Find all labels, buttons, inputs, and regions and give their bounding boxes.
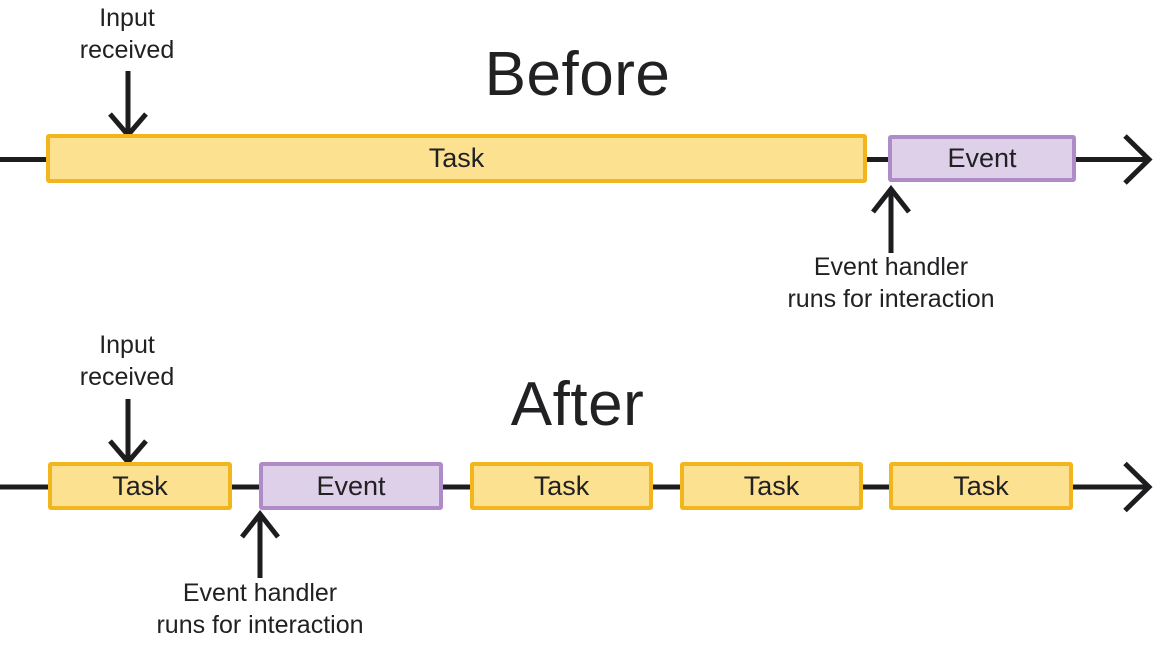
before-task-bar: Task	[46, 134, 867, 183]
after-task-bar-1: Task	[48, 462, 232, 510]
after-task-bar-2: Task	[470, 462, 653, 510]
before-title: Before	[484, 40, 671, 109]
before-input-annotation: Input received	[2, 2, 252, 66]
after-task-bar-4-label: Task	[953, 470, 1009, 501]
before-task-bar-label: Task	[428, 143, 485, 173]
after-task-bar-3-label: Task	[743, 470, 800, 501]
after-task-bar-1-label: Task	[112, 470, 168, 501]
after-handler-annotation-line2: runs for interaction	[156, 611, 364, 639]
after-input-arrowhead-icon	[108, 439, 148, 466]
after-title: After	[510, 370, 645, 439]
after-event-bar: Event	[259, 462, 443, 510]
after-task-bar-2-label: Task	[533, 470, 590, 501]
before-timeline-arrowhead-icon	[1123, 134, 1153, 185]
after-timeline-arrowhead-icon	[1123, 461, 1153, 513]
after-handler-annotation: Event handler runs for interaction	[110, 577, 410, 641]
before-input-annotation-line2: received	[79, 36, 175, 64]
after-input-annotation-line1: Input	[99, 331, 155, 359]
before-handler-annotation-line1: Event handler	[813, 253, 969, 281]
after-handler-arrowhead-icon	[240, 509, 280, 539]
after-input-annotation: Input received	[2, 329, 252, 393]
before-handler-arrowhead-icon	[871, 184, 911, 214]
before-input-annotation-line1: Input	[99, 4, 155, 32]
after-task-bar-4: Task	[889, 462, 1073, 510]
before-handler-annotation: Event handler runs for interaction	[741, 251, 1041, 315]
before-handler-annotation-line2: runs for interaction	[787, 285, 995, 313]
before-event-bar-label: Event	[947, 143, 1017, 173]
after-input-annotation-line2: received	[79, 363, 175, 391]
after-task-bar-3: Task	[680, 462, 863, 510]
after-event-bar-label: Event	[316, 470, 386, 501]
before-event-bar: Event	[888, 135, 1076, 182]
before-input-arrowhead-icon	[108, 112, 148, 139]
after-handler-annotation-line1: Event handler	[182, 579, 338, 607]
